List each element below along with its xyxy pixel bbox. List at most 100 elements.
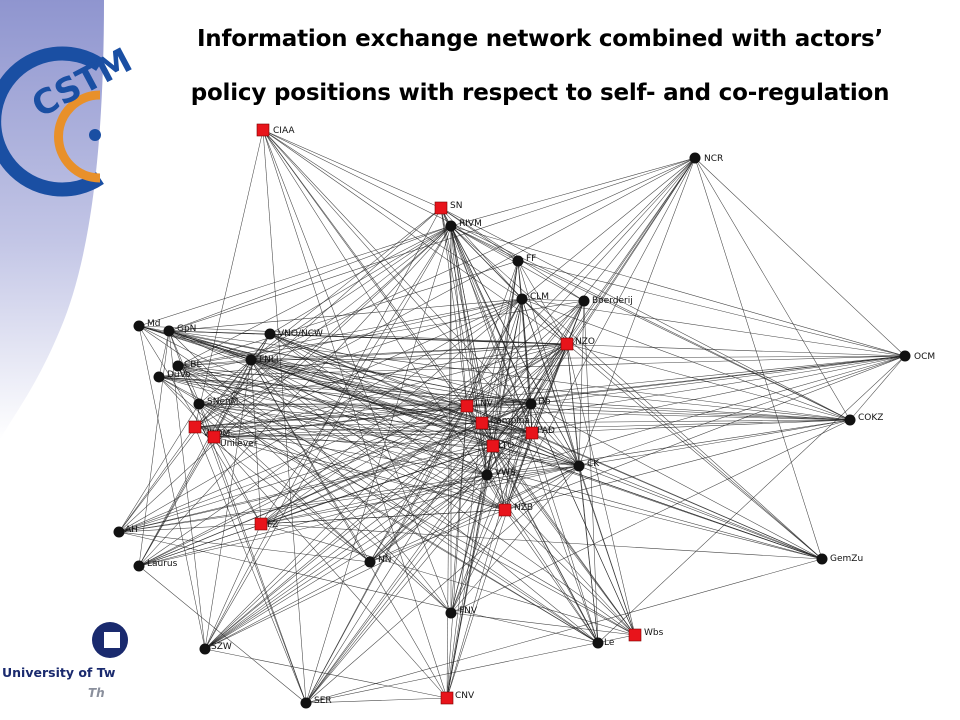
university-tagline: Th xyxy=(88,686,105,700)
network-edge xyxy=(262,129,442,209)
node-label-db: Db xyxy=(538,397,551,407)
network-edge xyxy=(204,359,252,650)
network-edge xyxy=(260,298,523,525)
node-label-rivm: RIVM xyxy=(459,219,482,229)
node-label-ncr: NCR xyxy=(704,154,723,164)
network-edge xyxy=(118,445,494,533)
network-edge xyxy=(138,325,206,650)
node-circle-ck xyxy=(573,460,585,472)
network-edge xyxy=(168,330,580,467)
network-edge xyxy=(486,300,585,476)
node-circle-vno-ncw xyxy=(264,328,276,340)
network-edge xyxy=(250,359,488,476)
network-edge xyxy=(450,157,696,227)
network-edge xyxy=(118,426,196,533)
network-edge xyxy=(260,465,580,525)
network-edge xyxy=(492,300,585,447)
network-edge xyxy=(578,355,906,467)
network-edge xyxy=(269,333,580,467)
network-edge xyxy=(305,474,488,704)
network-edge xyxy=(450,225,823,560)
network-edge xyxy=(262,129,468,407)
network-edge xyxy=(504,509,636,636)
network-edge xyxy=(250,359,599,644)
network-edge xyxy=(204,225,452,650)
node-square-fz xyxy=(254,517,268,531)
network-edge xyxy=(204,207,442,650)
node-label-cokz: COKZ xyxy=(858,413,883,423)
network-edge xyxy=(250,359,580,467)
network-edge xyxy=(168,330,851,421)
network-edge xyxy=(118,343,568,533)
network-edge xyxy=(450,465,580,614)
network-edge xyxy=(440,207,468,407)
node-circle-ocm xyxy=(899,350,911,362)
network-edge xyxy=(177,365,494,447)
network-edge xyxy=(168,330,206,650)
network-edge xyxy=(118,474,488,533)
network-edge xyxy=(177,343,568,367)
network-edge xyxy=(269,333,568,345)
node-label-cnv: CNV xyxy=(455,691,475,701)
network-edge xyxy=(250,359,636,636)
network-edge xyxy=(204,403,532,650)
network-edge xyxy=(446,405,468,699)
node-circle-le xyxy=(592,637,604,649)
network-edge xyxy=(466,405,488,476)
network-edge xyxy=(521,298,906,357)
network-edge xyxy=(204,405,468,650)
network-edge xyxy=(521,298,532,405)
network-edge xyxy=(204,422,483,650)
node-label-ah: AH xyxy=(125,525,138,535)
network-edge xyxy=(440,207,851,421)
university-logo xyxy=(92,622,128,658)
node-label-fz: FZ xyxy=(267,520,278,530)
network-edge xyxy=(204,523,262,650)
network-edge xyxy=(446,422,483,699)
node-label-snenm: SNenM xyxy=(207,397,238,407)
network-edge xyxy=(262,129,533,434)
node-label-laurus: Laurus xyxy=(147,559,178,569)
network-edge xyxy=(118,405,468,533)
network-edge xyxy=(213,333,271,438)
node-label-lnv: LNV xyxy=(475,399,494,409)
node-circle-md xyxy=(133,320,145,332)
network-edge xyxy=(168,330,483,424)
network-edge xyxy=(305,558,823,704)
network-edge xyxy=(450,405,468,614)
network-edge xyxy=(694,157,906,357)
network-edge xyxy=(486,465,580,476)
network-edge xyxy=(194,426,307,704)
node-label-vws: VWS xyxy=(495,468,516,478)
node-circle-gpn xyxy=(163,325,175,337)
network-edge xyxy=(168,157,696,332)
network-edge xyxy=(204,474,488,650)
network-edge xyxy=(213,432,533,438)
network-edge xyxy=(446,298,523,699)
network-edge xyxy=(466,300,585,407)
network-edge xyxy=(262,129,448,699)
network-edge xyxy=(250,225,452,361)
network-edge xyxy=(138,225,452,327)
network-edge xyxy=(492,157,696,447)
network-edge xyxy=(204,432,533,650)
node-circle-ncr xyxy=(689,152,701,164)
node-circle-ah xyxy=(113,526,125,538)
network-edge xyxy=(530,355,906,405)
network-edge xyxy=(168,330,533,434)
network-edge xyxy=(481,422,823,560)
node-circle-szw xyxy=(199,643,211,655)
network-edge xyxy=(597,355,906,644)
network-edge xyxy=(530,403,851,421)
network-edge xyxy=(530,403,823,560)
network-edge xyxy=(138,325,483,424)
network-edge xyxy=(260,225,452,525)
node-circle-clm xyxy=(516,293,528,305)
network-edge xyxy=(262,129,307,704)
network-edge xyxy=(369,343,568,563)
network-edge xyxy=(440,207,533,434)
network-edge xyxy=(450,225,906,357)
network-edge xyxy=(118,465,580,533)
network-edge xyxy=(138,325,568,345)
